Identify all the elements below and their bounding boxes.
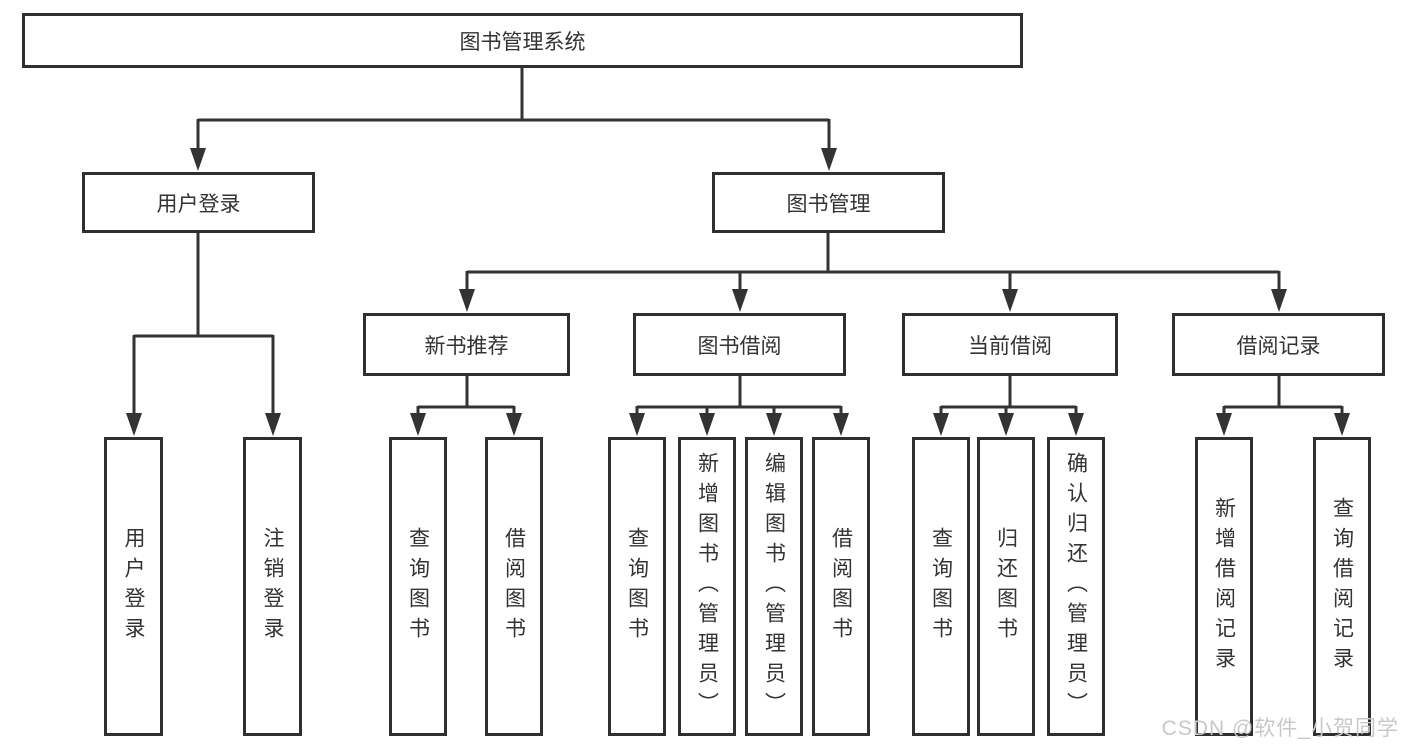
node-label: 新增借阅记录 (1212, 496, 1236, 677)
connector-new-book-branch (410, 376, 522, 436)
csdn-watermark: CSDN @软件_小贺同学 (1161, 717, 1399, 740)
node-label: 查询借阅记录 (1330, 496, 1354, 677)
leaf-query-books-borrow: 查询图书 (608, 437, 666, 736)
leaf-query-books-recommend: 查询图书 (389, 437, 447, 736)
leaf-borrow-books-recommend: 借阅图书 (485, 437, 543, 736)
node-label: 借阅图书 (829, 526, 853, 647)
connector-current-borrow-branch (933, 376, 1084, 436)
leaf-edit-book-admin: 编辑图书（管理员） (745, 437, 803, 736)
node-label: 新书推荐 (424, 334, 509, 358)
node-label: 查询图书 (929, 526, 953, 647)
leaf-borrow-books: 借阅图书 (812, 437, 870, 736)
node-label: 归还图书 (994, 526, 1018, 647)
connector-borrow-record-branch (1216, 376, 1350, 436)
node-label: 确认归还（管理员） (1064, 451, 1088, 722)
connector-root-to-level2 (190, 67, 837, 171)
leaf-logout: 注销登录 (243, 437, 302, 736)
node-new-book-recommend: 新书推荐 (363, 313, 570, 376)
leaf-return-books: 归还图书 (977, 437, 1035, 736)
leaf-add-book-admin: 新增图书（管理员） (678, 437, 736, 736)
connector-book-borrow-branch (629, 376, 849, 436)
node-book-management: 图书管理 (712, 172, 945, 233)
node-label: 查询图书 (406, 526, 430, 647)
node-label: 查询图书 (625, 526, 649, 647)
node-label: 用户登录 (122, 526, 145, 647)
node-label: 当前借阅 (968, 334, 1052, 358)
node-user-login-branch: 用户登录 (82, 172, 315, 233)
connector-book-mgmt-to-level3 (459, 232, 1287, 312)
node-root-system: 图书管理系统 (22, 13, 1023, 68)
leaf-query-borrow-record: 查询借阅记录 (1313, 437, 1371, 736)
node-label: 用户登录 (156, 192, 241, 216)
leaf-query-books-current: 查询图书 (912, 437, 970, 736)
leaf-user-login: 用户登录 (104, 437, 163, 736)
node-label: 注销登录 (261, 526, 284, 647)
connector-user-login-branch (126, 232, 281, 436)
leaf-add-borrow-record: 新增借阅记录 (1195, 437, 1253, 736)
node-label: 新增图书（管理员） (695, 451, 719, 722)
node-borrowing-records: 借阅记录 (1172, 313, 1385, 376)
node-current-borrowing: 当前借阅 (902, 313, 1118, 376)
node-book-borrowing: 图书借阅 (633, 313, 846, 376)
node-label: 借阅图书 (502, 526, 526, 647)
node-label: 编辑图书（管理员） (762, 451, 786, 722)
node-label: 借阅记录 (1236, 334, 1321, 358)
node-label: 图书管理 (786, 192, 871, 216)
node-label: 图书借阅 (697, 334, 782, 358)
leaf-confirm-return-admin: 确认归还（管理员） (1047, 437, 1105, 736)
node-label: 图书管理系统 (459, 30, 586, 54)
